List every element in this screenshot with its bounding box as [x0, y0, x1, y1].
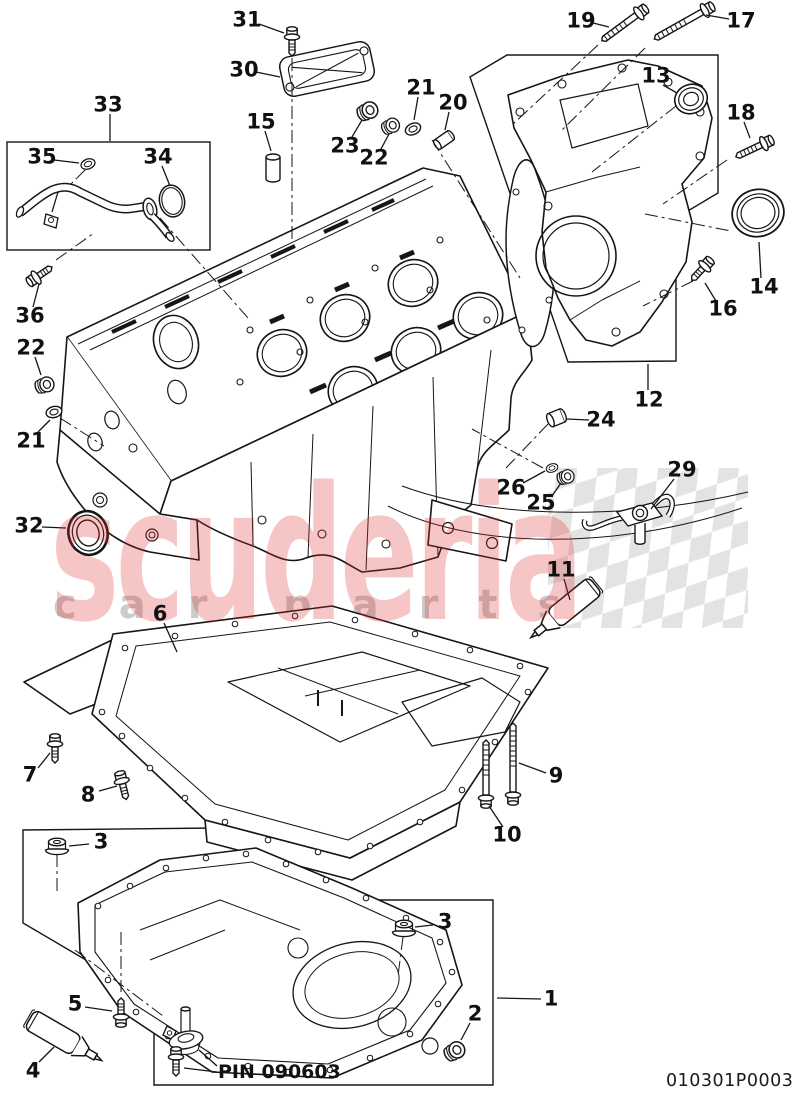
screw-plug-23: [353, 98, 382, 124]
seal-washer-35: [78, 156, 98, 172]
grommet-3-right: [391, 919, 417, 938]
screw-plug-22-top: [378, 115, 403, 138]
bolt-16: [685, 252, 718, 287]
callout-leader-lines: [32, 14, 762, 1073]
bolt-19: [596, 0, 653, 48]
upper-oil-pan-6: [23, 605, 549, 881]
flow-curve-upper: [401, 485, 749, 513]
drawing-code: 010301P0003: [666, 1071, 793, 1091]
shaft-seal-13: [673, 83, 709, 115]
lower-oil-pan-1: [77, 847, 463, 1079]
o-ring-34: [158, 184, 186, 218]
dowel-sleeve-24: [545, 407, 567, 428]
bolt-sensor: [167, 1046, 185, 1077]
bolt-31: [283, 26, 301, 57]
dowel-pin-20: [432, 129, 456, 151]
assembly-centerlines: [55, 44, 732, 1017]
bolt-17: [649, 0, 719, 47]
drain-plug-2: [440, 1038, 469, 1065]
box-oil-pipe-group-33: [6, 141, 211, 251]
bolt-9: [504, 722, 522, 806]
flow-curve-lower: [387, 505, 743, 540]
bolt-7: [46, 733, 64, 764]
crankshaft-seal-14: [731, 188, 785, 238]
oil-pipe-33: [15, 182, 175, 242]
box-timing-cover-group-12: [469, 54, 719, 363]
seal-ring-21-top: [402, 119, 424, 139]
crankshaft-seal-32: [67, 509, 109, 557]
bolt-8: [111, 768, 135, 803]
oil-spray-nozzle-29: [581, 493, 675, 545]
sealant-tube-4: [21, 1007, 108, 1071]
timing-cover-12: [507, 59, 713, 347]
bolt-18: [731, 131, 778, 165]
engine-block: [56, 167, 533, 573]
bolt-36: [22, 259, 57, 291]
watermark-car-text: car: [53, 582, 250, 628]
dowel-sleeve-15: [265, 153, 281, 183]
screw-plug-22-left: [32, 374, 57, 396]
pin-note: PIN 090603: [218, 1061, 341, 1083]
cover-plate-30: [278, 40, 376, 98]
grommet-3-left: [44, 837, 70, 856]
